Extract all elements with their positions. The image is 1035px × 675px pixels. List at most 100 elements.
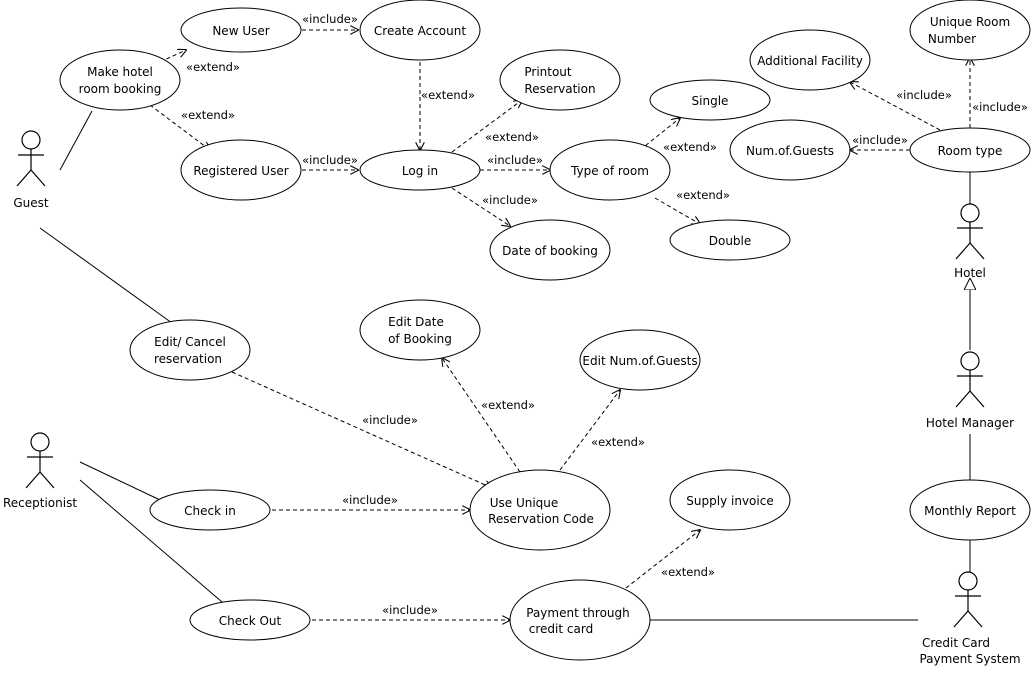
- label-include: «include»: [382, 603, 438, 617]
- actor-figure-icon: [25, 432, 55, 489]
- use-case-single[interactable]: Single: [649, 79, 771, 121]
- label-include: «include»: [302, 153, 358, 167]
- actor-guest[interactable]: Guest: [13, 130, 49, 210]
- use-case-label: of Booking: [388, 332, 452, 346]
- use-case-label: Edit Num.of.Guests: [582, 354, 697, 368]
- use-case-label: Date of booking: [502, 244, 598, 258]
- assoc-receptionist-check-in: [79, 461, 161, 501]
- actor-label: Receptionist: [3, 496, 77, 510]
- label-include: «include»: [487, 153, 543, 167]
- label-extend: «extend»: [676, 188, 730, 202]
- actor-hotel[interactable]: Hotel: [954, 203, 986, 280]
- assoc-receptionist-check-out: [79, 479, 223, 603]
- label-extend: «extend»: [661, 565, 715, 579]
- dep-log-in-printout: [451, 100, 522, 153]
- label-include: «include»: [896, 88, 952, 102]
- use-case-label: Use Unique: [490, 496, 559, 510]
- use-case-check-out[interactable]: Check Out: [189, 599, 311, 641]
- use-case-check-in[interactable]: Check in: [149, 489, 271, 531]
- label-include: «include»: [482, 193, 538, 207]
- use-case-label: Unique Room: [930, 15, 1010, 29]
- actor-figure-icon: [955, 351, 985, 408]
- use-case-label: Room type: [938, 144, 1003, 158]
- use-case-label: Printout: [524, 65, 572, 79]
- use-case-log-in[interactable]: Log in: [359, 149, 481, 191]
- actor-label: Credit Card: [922, 636, 990, 650]
- use-case-additional-facility[interactable]: Additional Facility: [749, 29, 871, 91]
- use-case-payment[interactable]: Payment through credit card: [509, 579, 651, 661]
- use-case-label: Single: [692, 94, 729, 108]
- label-include: «include»: [342, 493, 398, 507]
- use-cases: Make hotel room booking New User Create …: [59, 0, 1031, 661]
- label-extend: «extend»: [485, 130, 539, 144]
- label-extend: «extend»: [181, 108, 235, 122]
- use-case-label: room booking: [79, 82, 162, 96]
- dep-type-of-room-single: [639, 118, 680, 151]
- use-case-make-booking[interactable]: Make hotel room booking: [59, 49, 181, 111]
- label-include: «include»: [972, 100, 1028, 114]
- label-extend: «extend»: [481, 398, 535, 412]
- label-include: «include»: [362, 413, 418, 427]
- use-case-label: Double: [709, 234, 752, 248]
- label-extend: «extend»: [591, 435, 645, 449]
- use-case-label: Number: [928, 32, 976, 46]
- use-case-room-type[interactable]: Room type: [909, 127, 1031, 173]
- actor-receptionist[interactable]: Receptionist: [3, 432, 77, 510]
- use-case-monthly-report[interactable]: Monthly Report: [909, 479, 1031, 541]
- use-case-type-of-room[interactable]: Type of room: [549, 139, 671, 201]
- use-case-edit-num-guests[interactable]: Edit Num.of.Guests: [579, 329, 701, 391]
- use-case-label: Monthly Report: [924, 504, 1016, 518]
- use-case-label: Additional Facility: [757, 54, 863, 68]
- use-case-edit-cancel[interactable]: Edit/ Cancel reservation: [129, 319, 251, 381]
- actor-label: Hotel: [954, 266, 986, 280]
- use-case-use-code[interactable]: Use Unique Reservation Code: [469, 469, 611, 551]
- use-case-label: Num.of.Guests: [746, 144, 834, 158]
- use-case-label: Reservation: [524, 82, 595, 96]
- use-case-label: Check Out: [219, 614, 282, 628]
- actor-hotel-manager[interactable]: Hotel Manager: [926, 351, 1014, 430]
- label-include: «include»: [302, 12, 358, 26]
- dependencies: [149, 30, 970, 620]
- dep-room-type-additional-facility: [850, 82, 941, 131]
- use-case-supply-invoice[interactable]: Supply invoice: [669, 469, 791, 531]
- use-case-new-user[interactable]: New User: [180, 7, 302, 53]
- use-case-label: Reservation Code: [488, 512, 594, 526]
- use-case-label: Type of room: [570, 164, 649, 178]
- dep-make-booking-registered-user: [149, 104, 210, 150]
- actor-label: Payment System: [919, 652, 1020, 666]
- actor-payment-system[interactable]: Credit Card Payment System: [919, 571, 1021, 666]
- use-case-edit-date[interactable]: Edit Date of Booking: [359, 299, 481, 361]
- associations: [39, 110, 970, 621]
- actor-figure-icon: [16, 130, 46, 187]
- dep-payment-supply-invoice: [625, 530, 700, 589]
- use-case-unique-room-number[interactable]: Unique Room Number: [909, 0, 1031, 61]
- use-case-label: Registered User: [193, 164, 288, 178]
- use-case-label: Supply invoice: [686, 494, 773, 508]
- dep-log-in-date-of-booking: [451, 187, 510, 226]
- use-case-registered-user[interactable]: Registered User: [180, 139, 302, 201]
- actor-label: Hotel Manager: [926, 416, 1014, 430]
- use-case-printout[interactable]: Printout Reservation: [499, 49, 621, 111]
- use-case-label: New User: [212, 24, 269, 38]
- label-include: «include»: [852, 133, 908, 147]
- stereotype-labels: «include» «extend» «extend» «extend» «ex…: [181, 12, 1028, 617]
- actor-label: Guest: [13, 196, 49, 210]
- use-case-date-of-booking[interactable]: Date of booking: [489, 219, 611, 281]
- assoc-guest-edit-cancel: [39, 227, 173, 324]
- use-case-double[interactable]: Double: [669, 219, 791, 261]
- dep-type-of-room-double: [654, 197, 700, 224]
- label-extend: «extend»: [663, 140, 717, 154]
- actor-figure-icon: [955, 203, 985, 260]
- use-case-create-account[interactable]: Create Account: [359, 0, 481, 61]
- dep-make-booking-new-user: [159, 50, 186, 63]
- label-extend: «extend»: [186, 60, 240, 74]
- dep-use-code-edit-num-guests: [559, 390, 620, 471]
- use-case-label: credit card: [529, 622, 593, 636]
- label-extend: «extend»: [421, 88, 475, 102]
- use-case-label: Check in: [184, 504, 236, 518]
- use-case-label: Edit Date: [388, 315, 444, 329]
- use-case-label: Edit/ Cancel: [154, 335, 226, 349]
- use-case-label: reservation: [154, 352, 222, 366]
- use-case-num-guests[interactable]: Num.of.Guests: [729, 119, 851, 181]
